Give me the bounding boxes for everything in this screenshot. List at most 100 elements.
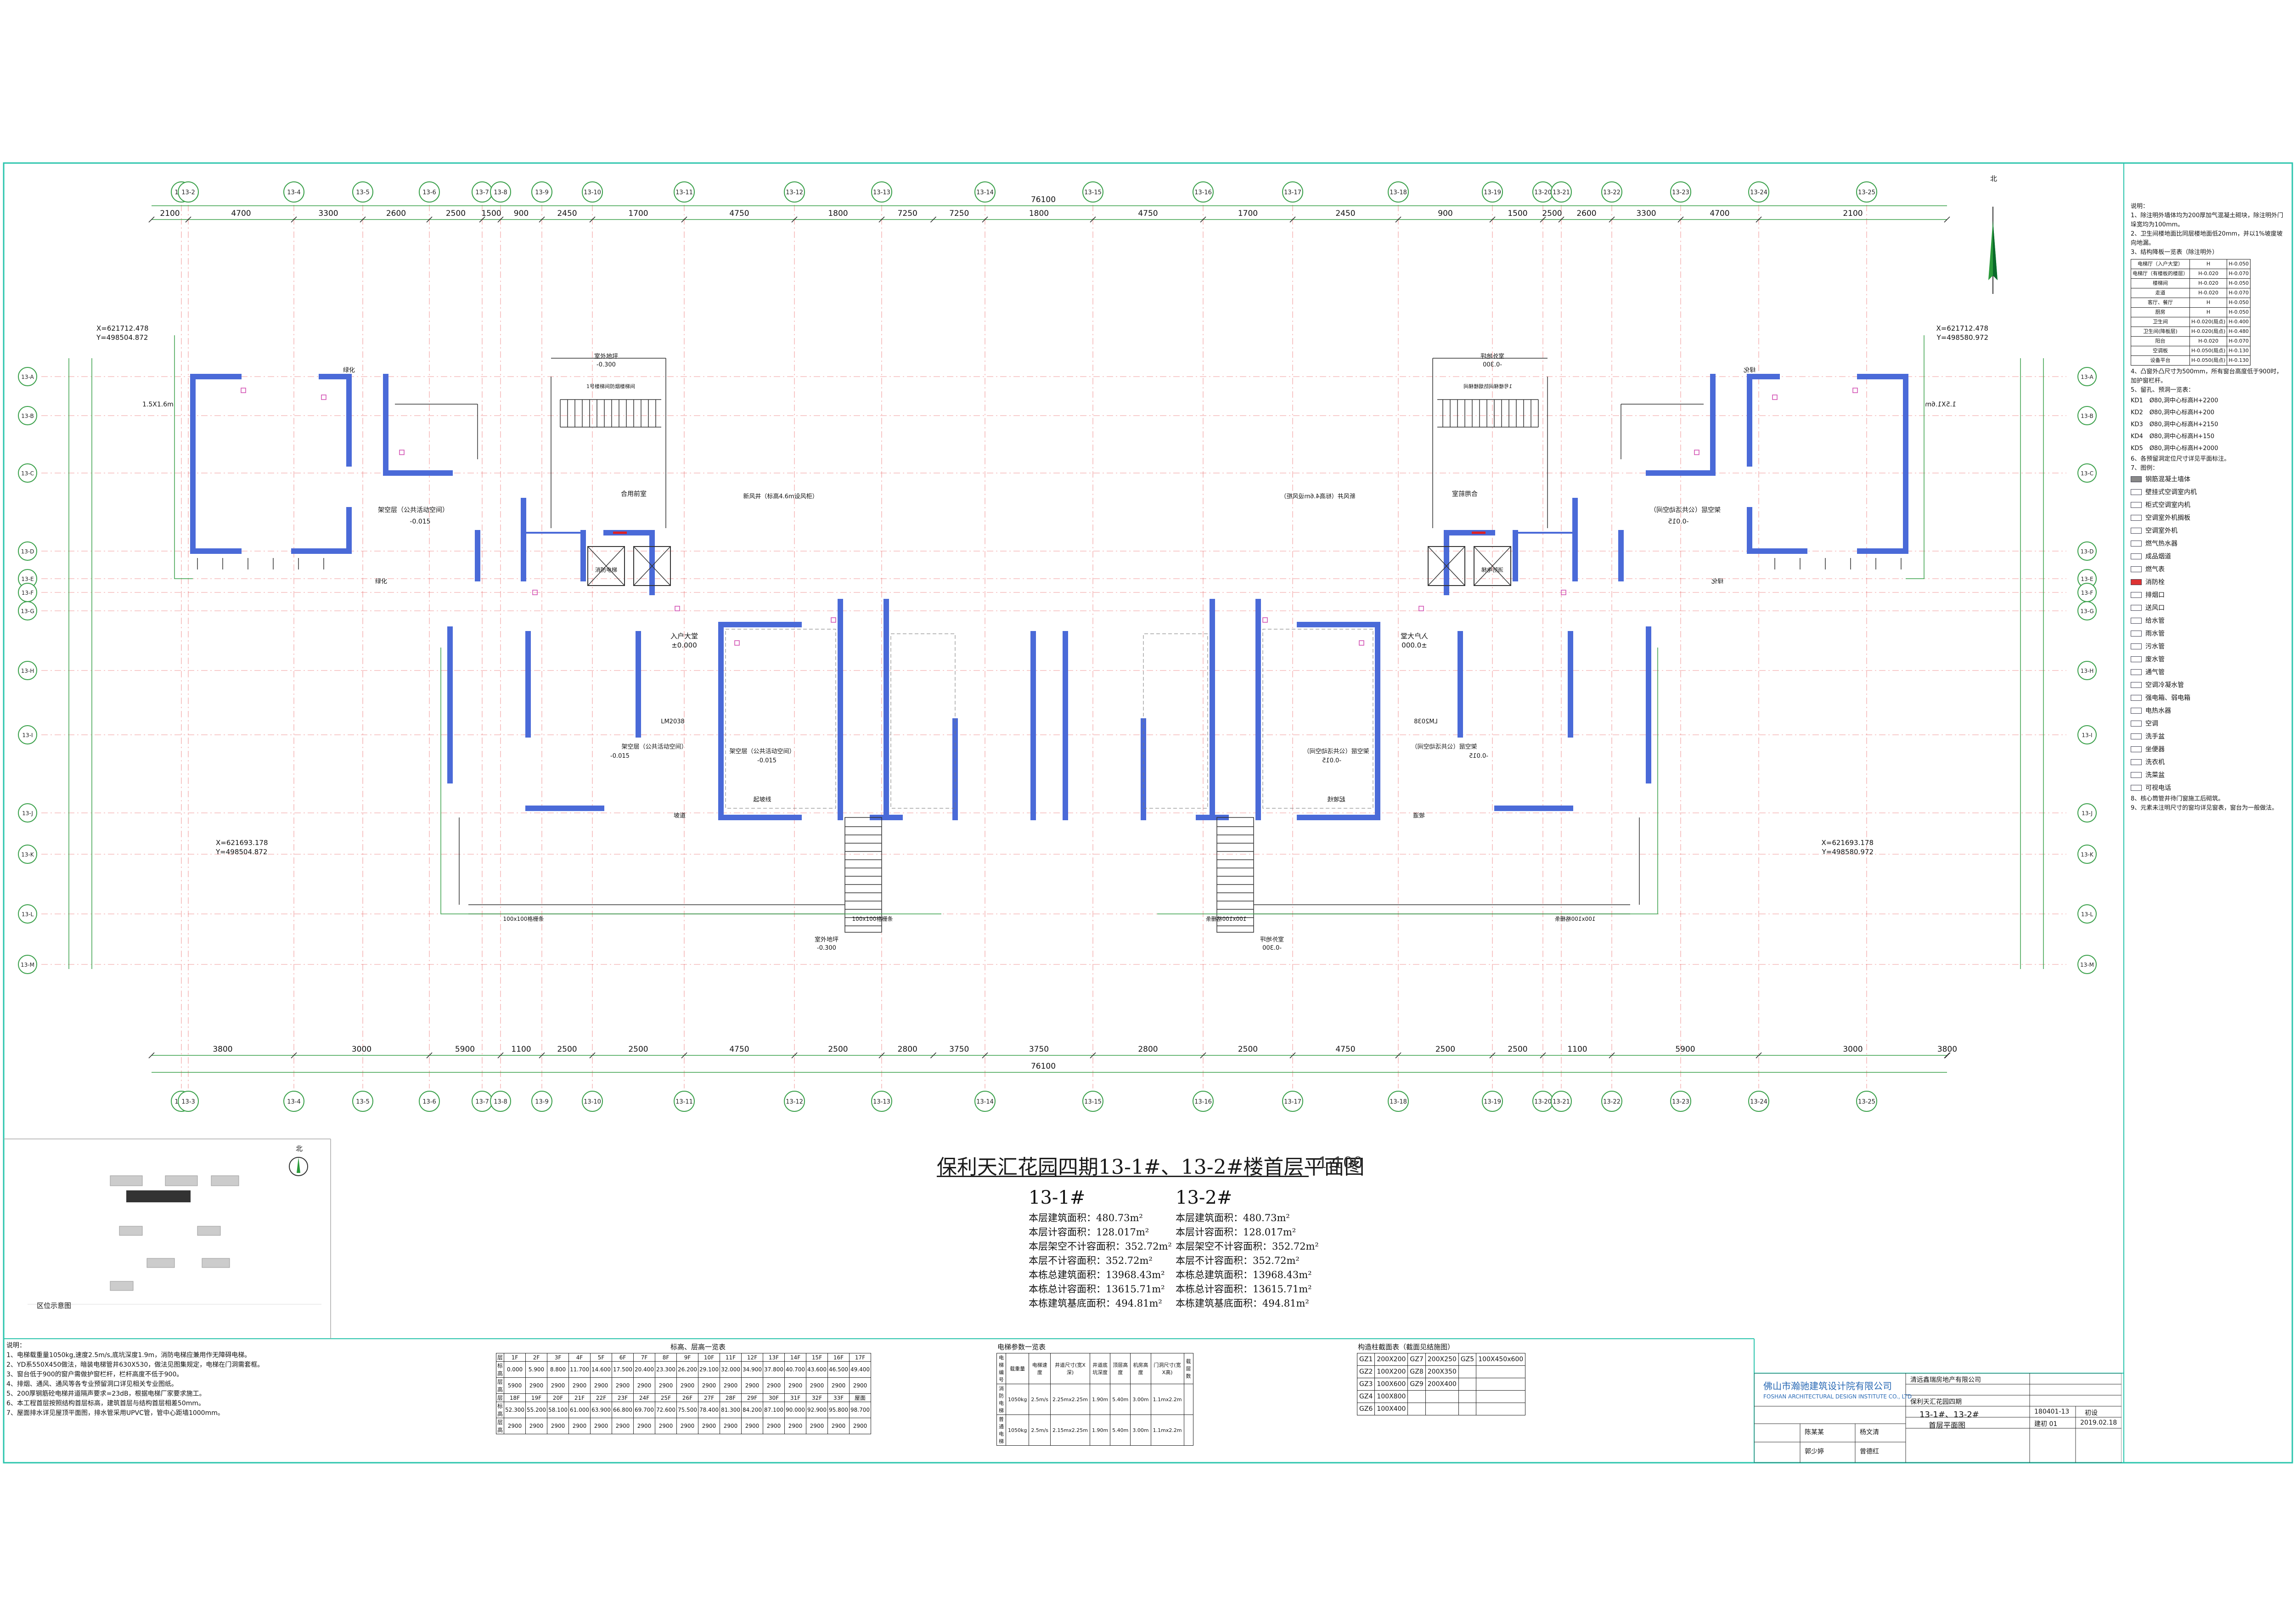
floor-cell: 层 <box>495 1353 505 1362</box>
note-1: 1、除注明外墙体均为200厚加气混凝土砌块，除注明外门垛宽均为100mm。 <box>2131 212 2284 228</box>
axis-label-left: 13-I <box>22 732 33 738</box>
column-cell: 100X800 <box>1374 1390 1408 1403</box>
area-line: 本栋建筑基底面积：494.81m² <box>1029 1298 1162 1309</box>
signatory: 郭少婷 <box>1805 1448 1824 1455</box>
hole-desc: Ø80,洞中心标高H+200 <box>2149 409 2215 416</box>
axis-label-right: 13-H <box>2081 668 2094 674</box>
column-cell: GZ1 <box>1356 1353 1375 1366</box>
axis-bubble <box>531 181 552 203</box>
column-cell <box>1407 1403 1426 1415</box>
legend-item: 雨水管 <box>2131 627 2287 640</box>
floor-cell: 17.500 <box>612 1361 634 1378</box>
axis-label-left: 13-D <box>21 548 34 555</box>
elevator-head-cell: 井道底坑深度 <box>1089 1353 1111 1384</box>
axis-label-top: 13-14 <box>976 189 994 196</box>
axis-bubble <box>1748 1091 1769 1112</box>
room-label: 架空层（公共活动空间） <box>1411 744 1477 750</box>
axis-bubble <box>2077 725 2097 744</box>
axis-label-top: 13-21 <box>1553 189 1570 196</box>
legend-symbol-icon <box>2131 605 2142 611</box>
floor-cell: 8F <box>655 1353 677 1362</box>
levels-cell: H-0.020(局点) <box>2189 317 2228 327</box>
legend-label: 成品烟道 <box>2145 553 2171 560</box>
axis-bubble <box>1193 181 1214 203</box>
legend-item: 柜式空调室内机 <box>2131 499 2287 512</box>
floor-cell: 2F <box>525 1353 548 1362</box>
floor-cell: 11F <box>720 1353 742 1362</box>
legend-item: 空调室外机 <box>2131 524 2287 537</box>
axis-bubble <box>18 541 37 561</box>
floor-cell: 26F <box>676 1393 699 1402</box>
building-name: 13-1# <box>1029 1187 1086 1208</box>
axis-bubble <box>1551 1091 1572 1112</box>
area-line: 本层不计容面积：352.72m² <box>1029 1255 1153 1266</box>
floor-cell: 2900 <box>784 1418 807 1434</box>
column-cell: GZ4 <box>1356 1390 1375 1403</box>
column-table-title: 构造柱截面表（截面见结施图） <box>1358 1343 1455 1351</box>
column-cell: GZ2 <box>1356 1365 1375 1378</box>
axis-bubble <box>871 1091 892 1112</box>
floor-cell: 61.000 <box>568 1402 591 1418</box>
hole-code: KD3 <box>2131 421 2143 428</box>
axis-label-bottom: 13-15 <box>1084 1099 1102 1105</box>
axis-label-bottom: 13-23 <box>1672 1099 1689 1105</box>
axis-bubble <box>1482 181 1503 203</box>
legend-symbol-icon <box>2131 528 2142 534</box>
elevator-cell: 普通电梯 <box>996 1414 1006 1446</box>
dim-bottom: 5900 <box>455 1045 475 1054</box>
coord-top-left: X=621712.478 <box>96 324 149 332</box>
dim-bottom: 2500 <box>828 1045 848 1054</box>
room-label: 入户大堂 <box>1401 632 1428 640</box>
floor-cell: 32.000 <box>720 1361 742 1378</box>
legend-item: 电热水器 <box>2131 704 2287 717</box>
floor-cell: 2900 <box>525 1377 548 1394</box>
legend-item: 成品烟道 <box>2131 550 2287 563</box>
levels-cell: H-0.020 <box>2189 269 2228 279</box>
dim-bottom: 1100 <box>1567 1045 1587 1054</box>
axis-bubble <box>2077 904 2097 924</box>
legend-item: 洗菜盆 <box>2131 769 2287 782</box>
axis-bubble <box>1670 1091 1691 1112</box>
axis-bubble <box>582 181 603 203</box>
axis-bubble <box>2077 601 2097 620</box>
floor-cell: 2900 <box>612 1418 634 1434</box>
axis-bubble <box>18 367 37 386</box>
note-4: 4、凸窗外凸尺寸为500mm，所有窗台高度低于900时，加护窗栏杆。 <box>2131 368 2283 384</box>
floor-cell: 95.800 <box>827 1402 850 1418</box>
floor-cell: 13F <box>763 1353 785 1362</box>
axis-bubble <box>1388 1091 1409 1112</box>
levels-cell: H-0.050(局点) <box>2189 346 2228 356</box>
levels-cell: H-0.130 <box>2227 355 2251 366</box>
room-label: 100x100格栅条 <box>1206 915 1247 922</box>
plan-half-13-2: 架空层（公共活动空间）-0.015入户大堂±0.000合用前室消防电梯1号楼梯间… <box>1063 335 1956 952</box>
axis-label-bottom: 13-8 <box>494 1099 507 1105</box>
axis-label-right: 13-M <box>2080 962 2094 968</box>
area-line: 本栋建筑基底面积：494.81m² <box>1176 1298 1309 1309</box>
axis-bubble <box>2077 367 2097 386</box>
floor-cell: 2900 <box>720 1377 742 1394</box>
axis-bubble <box>178 1091 199 1112</box>
axis-label-bottom: 13-9 <box>535 1099 549 1105</box>
axis-bubble <box>784 1091 805 1112</box>
elevator-cell: 2.25mx2.25m <box>1050 1384 1090 1415</box>
room-label: LM2038 <box>1414 718 1438 725</box>
room-label: 100x100格栅条 <box>1555 915 1596 922</box>
floor-cell: 2900 <box>784 1377 807 1394</box>
legend-label: 洗衣机 <box>2145 759 2165 766</box>
axis-label-bottom: 13-10 <box>584 1099 601 1105</box>
axis-bubble <box>1282 1091 1303 1112</box>
legend-symbol-icon <box>2131 772 2142 778</box>
hole-desc: Ø80,洞中心标高H+2150 <box>2149 421 2218 428</box>
legend-label: 废水管 <box>2145 656 2165 663</box>
legend-item: 空调冷凝水管 <box>2131 679 2287 692</box>
room-label: 起坡线 <box>753 796 771 803</box>
axis-label-top: 13-18 <box>1390 189 1407 196</box>
company-name: 佛山市瀚驰建筑设计院有限公司 <box>1763 1381 1892 1392</box>
axis-bubble <box>1670 181 1691 203</box>
elevator-cell: 1050kg <box>1005 1414 1030 1446</box>
column-cell: GZ8 <box>1407 1365 1426 1378</box>
floor-cell: 2900 <box>633 1418 656 1434</box>
axis-label-right: 13-L <box>2081 911 2093 918</box>
